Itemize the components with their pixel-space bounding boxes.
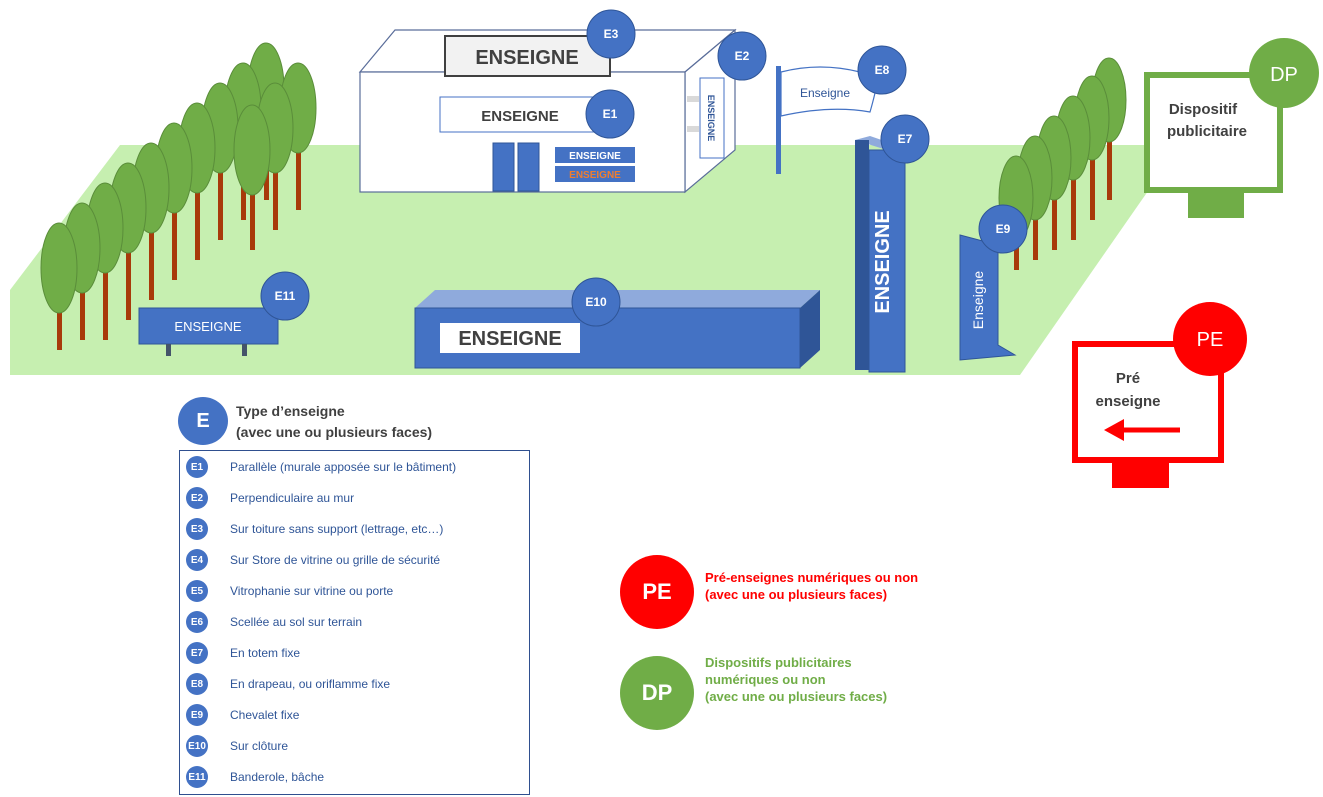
legend-code: E1 [186, 456, 208, 478]
dp-legend-line3: (avec une ou plusieurs faces) [705, 689, 888, 704]
badge-e1-circle [585, 89, 635, 139]
legend-label: Chevalet fixe [230, 708, 300, 722]
badge-dp-circle [1249, 38, 1319, 108]
legend-label: Parallèle (murale apposée sur le bâtimen… [230, 460, 457, 474]
badge-e3: E3 [604, 27, 619, 41]
legend-item: E4 Sur Store de vitrine ou grille de sécu… [186, 547, 440, 573]
badge-e11-circle [260, 271, 310, 321]
banner-sign: ENSEIGNE [174, 319, 242, 334]
legend-code: E5 [186, 580, 208, 602]
legend-item: E2 Perpendiculaire au mur [186, 485, 354, 511]
legend-code: E4 [186, 549, 208, 571]
badge-e2-circle [717, 31, 767, 81]
pre-sign [1072, 341, 1224, 488]
legend-label: Sur toiture sans support (lettrage, etc…… [230, 522, 444, 536]
legend-item: E1 Parallèle (murale apposée sur le bâtim… [186, 454, 456, 480]
pe-legend-line2: (avec une ou plusieurs faces) [705, 587, 888, 602]
legend-item: E3 Sur toiture sans support (lettrage, et… [186, 516, 443, 542]
legend-item: E5 Vitrophanie sur vitrine ou porte [186, 578, 393, 604]
legend-code: E11 [186, 766, 208, 788]
building-side-sign: ENSEIGNE [706, 95, 716, 142]
tree-row-left [40, 42, 317, 350]
pe-legend-text: Pré-enseignes numériques ou non (avec un… [705, 569, 918, 603]
badge-e2: E2 [735, 49, 750, 63]
legend-header: E Type d’enseigne (avec une ou plusieurs… [178, 397, 578, 447]
legend-label: Banderole, bâche [230, 770, 325, 784]
dp-legend-line2: numériques ou non [705, 672, 826, 687]
building-top-sign: ENSEIGNE [475, 47, 578, 69]
legend-label: Scellée au sol sur terrain [230, 615, 363, 629]
legend-title: Type d’enseigne (avec une ou plusieurs f… [236, 401, 432, 443]
legend-code: E8 [186, 673, 208, 695]
flag-pole [776, 66, 781, 174]
pre-sign-text-1: Pré [1116, 370, 1140, 387]
door-sign-2: ENSEIGNE [569, 170, 621, 181]
flag-sign: Enseigne [800, 86, 850, 100]
legend-label: Vitrophanie sur vitrine ou porte [230, 584, 394, 598]
legend-label: Sur clôture [230, 739, 289, 753]
pre-sign-text-2: enseigne [1095, 393, 1160, 410]
legend-item: E7 En totem fixe [186, 640, 300, 666]
fence-sign: ENSEIGNE [458, 328, 561, 350]
legend-item: E6 Scellée au sol sur terrain [186, 609, 362, 635]
badge-e11: E11 [275, 289, 296, 303]
badge-e10: E10 [585, 295, 607, 309]
legend-label: En totem fixe [230, 646, 301, 660]
badge-e8-circle [857, 45, 907, 95]
badge-e7: E7 [898, 132, 913, 146]
badge-dp: DP [1270, 64, 1298, 86]
legend-item: E11 Banderole, bâche [186, 764, 324, 790]
building [358, 28, 737, 194]
legend-code: E2 [186, 487, 208, 509]
building-wall-sign: ENSEIGNE [481, 108, 559, 125]
badge-e10-circle [571, 277, 621, 327]
legend-item: E10 Sur clôture [186, 733, 288, 759]
pe-legend-symbol: PE [620, 555, 694, 629]
billboard-text-2: publicitaire [1167, 123, 1247, 140]
totem-sign: ENSEIGNE [872, 210, 894, 313]
legend-code: E6 [186, 611, 208, 633]
legend-label: Sur Store de vitrine ou grille de sécuri… [230, 553, 441, 567]
badge-e7-circle [880, 114, 930, 164]
badge-e8: E8 [875, 63, 890, 77]
legend-code: E7 [186, 642, 208, 664]
dp-legend-text: Dispositifs publicitaires numériques ou … [705, 654, 887, 705]
easel-sign: Enseigne [970, 271, 986, 330]
pe-legend-line1: Pré-enseignes numériques ou non [705, 570, 919, 585]
banner [138, 307, 279, 356]
legend-title-line2: (avec une ou plusieurs faces) [236, 424, 433, 440]
door-sign-1: ENSEIGNE [569, 151, 621, 162]
badge-e1: E1 [603, 107, 618, 121]
badge-pe: PE [1197, 329, 1224, 351]
dp-legend-symbol: DP [620, 656, 694, 730]
legend-label: En drapeau, ou oriflamme fixe [230, 677, 391, 691]
badge-e3-circle [586, 9, 636, 59]
dp-legend-line1: Dispositifs publicitaires [705, 655, 852, 670]
legend-label: Perpendiculaire au mur [230, 491, 355, 505]
billboard-text-1: Dispositif [1169, 101, 1238, 118]
legend-title-line1: Type d’enseigne [236, 403, 345, 419]
flag [780, 66, 881, 117]
legend-symbol: E [178, 397, 228, 445]
badge-pe-circle [1173, 302, 1247, 376]
badge-e9: E9 [996, 222, 1011, 236]
legend-code: E9 [186, 704, 208, 726]
legend-list: E1 Parallèle (murale apposée sur le bâtim… [179, 450, 530, 795]
legend-item: E8 En drapeau, ou oriflamme fixe [186, 671, 390, 697]
totem [855, 136, 906, 373]
badge-e9-circle [978, 204, 1028, 254]
legend-code: E3 [186, 518, 208, 540]
legend-code: E10 [186, 735, 208, 757]
legend-item: E9 Chevalet fixe [186, 702, 299, 728]
